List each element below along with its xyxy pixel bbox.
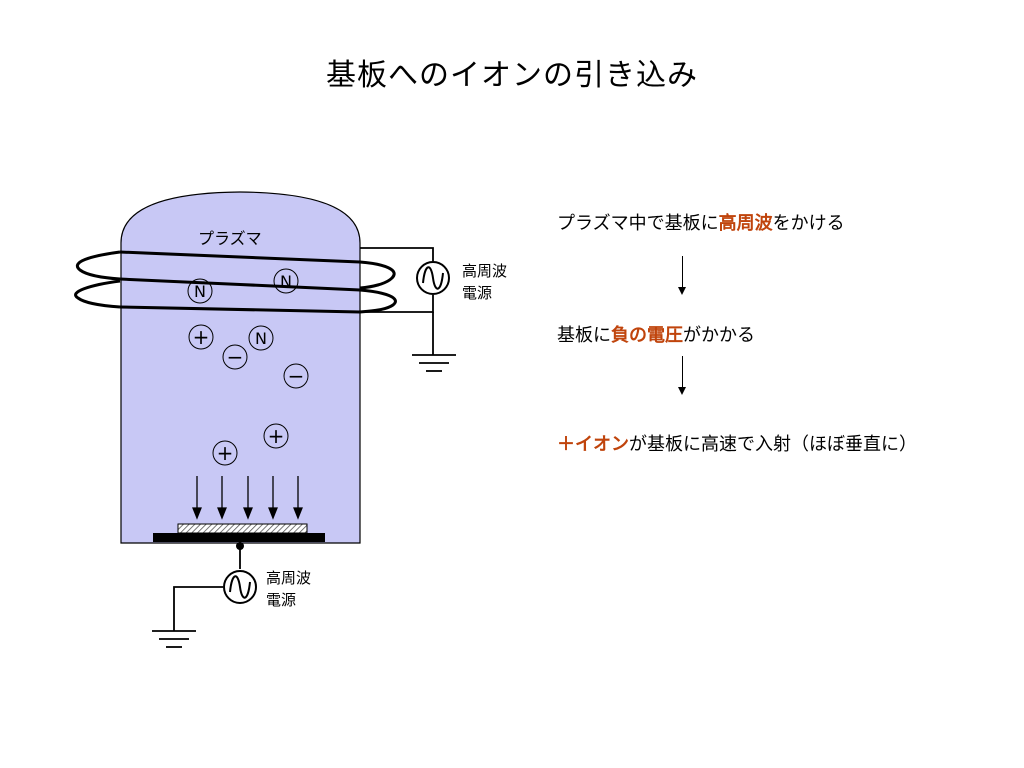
- step-2-after: がかかる: [683, 325, 755, 346]
- step-3: ＋イオンが基板に高速で入射（ほぼ垂直に）: [557, 430, 917, 456]
- step-1-after: をかける: [772, 213, 845, 234]
- electrode-node: [236, 542, 244, 550]
- svg-text:N: N: [280, 272, 292, 291]
- svg-text:−: −: [288, 364, 305, 388]
- ion-flux-arrows: [192, 476, 303, 520]
- ac-source-icon: [416, 261, 450, 295]
- electrode: [153, 533, 325, 542]
- svg-text:+: +: [193, 325, 210, 349]
- negative-ion: −: [283, 363, 309, 389]
- step-2-before: 基板に: [557, 325, 611, 346]
- positive-ion: +: [212, 440, 238, 466]
- rf-source-bottom-line1: 高周波: [266, 569, 311, 587]
- negative-ion: −: [222, 344, 248, 370]
- rf-source-top-line1: 高周波: [462, 262, 507, 280]
- bottom-rf-wiring: [152, 542, 241, 648]
- step-1: プラズマ中で基板に高周波をかける: [557, 209, 845, 235]
- substrate: [177, 523, 308, 534]
- step-1-highlight: 高周波: [718, 213, 773, 234]
- rf-source-bottom-line2: 電源: [266, 591, 296, 609]
- svg-text:+: +: [217, 441, 234, 465]
- positive-ion: +: [188, 324, 214, 350]
- positive-ion: +: [263, 423, 289, 449]
- rf-source-top-line2: 電源: [462, 284, 492, 302]
- svg-text:+: +: [268, 424, 285, 448]
- step-3-after: が基板に高速で入射（ほぼ垂直に）: [629, 434, 917, 455]
- step-arrow-2: [682, 356, 683, 388]
- step-arrow-1-head: [678, 287, 686, 295]
- step-2: 基板に負の電圧がかかる: [557, 321, 755, 347]
- coil-front: [119, 250, 361, 314]
- neutral-particle: N: [273, 268, 299, 294]
- plasma-label: プラズマ: [198, 229, 262, 248]
- top-rf-wiring: [360, 247, 456, 372]
- ac-source-icon: [223, 570, 257, 604]
- svg-text:N: N: [194, 282, 206, 301]
- neutral-particle: N: [187, 278, 213, 304]
- svg-text:N: N: [255, 329, 267, 348]
- step-1-before: プラズマ中で基板に: [557, 213, 719, 234]
- step-arrow-1: [682, 256, 683, 288]
- svg-text:−: −: [227, 345, 244, 369]
- coil-back: [74, 250, 397, 314]
- step-2-highlight: 負の電圧: [611, 325, 683, 346]
- slide-title: 基板へのイオンの引き込み: [326, 58, 698, 93]
- step-3-highlight: ＋イオン: [557, 434, 629, 455]
- neutral-particle: N: [248, 325, 274, 351]
- step-arrow-2-head: [678, 387, 686, 395]
